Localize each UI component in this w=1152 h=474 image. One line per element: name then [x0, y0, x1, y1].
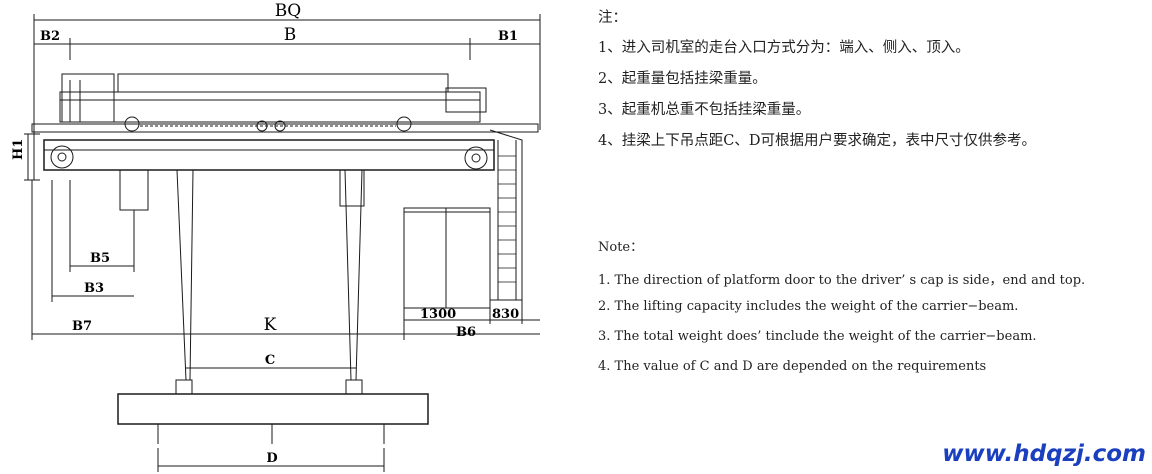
note-en-item: 1. The direction of platform door to the… — [598, 273, 1086, 288]
note-cn-item: 4、挂梁上下吊点距C、D可根据用户要求确定，表中尺寸仅供参考。 — [598, 133, 1036, 149]
dim-b2: B2 — [40, 29, 60, 44]
notes-en-title: Note： — [598, 240, 644, 255]
dim-b7: B7 — [72, 319, 92, 334]
website-link[interactable]: www.hdqzj.com — [942, 441, 1146, 467]
dim-h1: H1 — [11, 139, 26, 160]
dim-c: C — [265, 353, 275, 368]
dim-830: 830 — [492, 307, 519, 322]
dim-b3: B3 — [84, 281, 104, 296]
dim-b5: B5 — [90, 251, 110, 266]
note-cn-item: 2、起重量包括挂梁重量。 — [598, 71, 767, 87]
dim-b1: B1 — [498, 29, 518, 44]
dim-d: D — [266, 451, 277, 466]
dim-b6: B6 — [456, 325, 476, 340]
crane-drawing: BQ B B2 B1 H1 B5 B3 B7 K 1300 830 B6 C D — [11, 1, 541, 472]
note-en-item: 2. The lifting capacity includes the wei… — [598, 299, 1019, 314]
note-cn-item: 1、进入司机室的走台入口方式分为：端入、侧入、顶入。 — [598, 40, 970, 56]
note-en-item: 4. The value of C and D are depended on … — [598, 359, 987, 374]
note-cn-item: 3、起重机总重不包括挂梁重量。 — [598, 102, 811, 118]
dim-k: K — [264, 315, 277, 335]
note-en-item: 3. The total weight does’ tinclude the w… — [598, 329, 1037, 344]
notes-cn-title: 注： — [598, 10, 627, 26]
dim-bq: BQ — [275, 1, 301, 21]
dim-1300: 1300 — [420, 307, 456, 322]
dim-b: B — [284, 25, 297, 45]
